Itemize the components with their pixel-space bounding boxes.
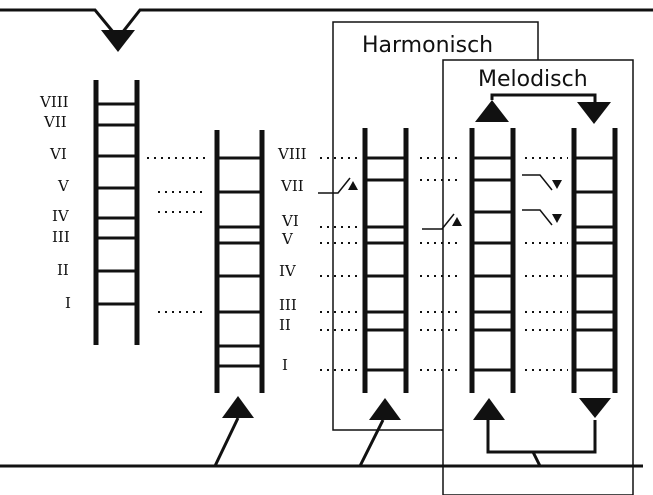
bottom-flow-line-4 [486, 420, 542, 467]
degree-label: IV [279, 262, 297, 280]
ladder-melodic-down [571, 128, 618, 393]
degree-label: VI [49, 145, 67, 163]
up-arrow [473, 398, 505, 420]
degree-label: II [57, 261, 69, 279]
degree-label: V [281, 230, 294, 248]
raise-sign [318, 177, 351, 194]
degree-label: II [279, 316, 291, 334]
harmonic-label: Harmonisch [362, 33, 493, 58]
lower-triangle [552, 214, 562, 223]
degree-label: I [65, 294, 71, 312]
lower-sign [522, 174, 553, 191]
ladder-natural [93, 80, 140, 345]
degree-label: VII [280, 177, 304, 195]
lower-triangle [552, 180, 562, 189]
bottom-flow-line [0, 417, 240, 468]
top-flow-line [0, 8, 653, 41]
degree-label: VI [281, 212, 299, 230]
degree-label: VIII [277, 145, 307, 163]
melodic-label: Melodisch [478, 67, 588, 92]
ladder-melodic-up [469, 128, 516, 393]
top-down-arrow [101, 30, 135, 52]
harmonic-box [332, 21, 539, 431]
ladder-second [214, 130, 265, 393]
down-arrow [577, 102, 611, 124]
melodic-top-connector [490, 93, 597, 104]
up-arrow [369, 398, 401, 420]
raise-sign [422, 213, 455, 230]
raise-triangle [452, 217, 462, 226]
degree-label: IV [52, 207, 70, 225]
degree-label: V [57, 177, 70, 195]
melodic-box [442, 59, 634, 495]
degree-label: III [52, 228, 70, 246]
degree-label: VII [43, 113, 67, 131]
ladder-harmonic [362, 128, 409, 393]
up-arrow [222, 396, 254, 418]
down-arrow [579, 398, 611, 418]
degree-label: III [279, 296, 297, 314]
degree-label: I [282, 356, 288, 374]
bottom-flow-line-2 [215, 419, 385, 468]
degree-label: VIII [39, 93, 69, 111]
raise-triangle [348, 181, 358, 190]
up-arrow [475, 100, 509, 122]
bottom-flow-line-5 [533, 420, 597, 454]
lower-sign [522, 209, 553, 226]
